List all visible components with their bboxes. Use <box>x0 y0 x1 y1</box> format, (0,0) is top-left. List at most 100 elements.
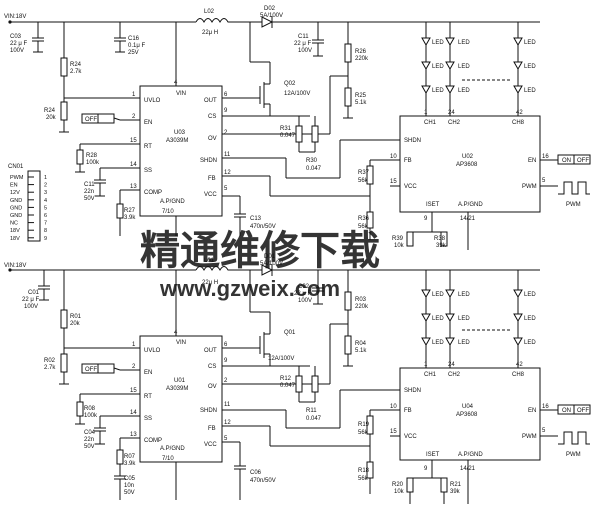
r03-label: R03 220k <box>355 297 369 310</box>
svg-text:6: 6 <box>224 342 228 348</box>
svg-text:42: 42 <box>516 362 523 368</box>
svg-text:4: 4 <box>174 330 178 336</box>
connector-pin-label: EN <box>10 183 18 189</box>
svg-text:CH2: CH2 <box>448 372 461 378</box>
svg-text:R20: R20 <box>392 482 404 488</box>
svg-text:OFF: OFF <box>85 367 97 373</box>
svg-text:1: 1 <box>132 92 136 98</box>
svg-text:OFF: OFF <box>577 158 589 164</box>
svg-text:EN: EN <box>528 408 536 414</box>
vin-label: VIN:18V <box>4 14 26 20</box>
svg-text:R01: R01 <box>70 314 82 320</box>
svg-text:5.1k: 5.1k <box>355 348 367 354</box>
svg-text:CH8: CH8 <box>512 372 525 378</box>
svg-text:1: 1 <box>132 342 136 348</box>
c04-label: C04 22n 50V <box>84 430 96 450</box>
svg-text:VCC: VCC <box>404 184 417 190</box>
connector-pin-label: PWM <box>10 175 24 181</box>
svg-text:7/10: 7/10 <box>162 209 174 215</box>
u04-pwm-waveform: PWM <box>540 431 590 458</box>
svg-text:R03: R03 <box>355 297 367 303</box>
r24b-label: R24 20k <box>44 108 57 121</box>
svg-text:A.P/GND: A.P/GND <box>458 452 483 458</box>
svg-text:C02: C02 <box>298 284 310 290</box>
c01-label: C01 22 μ F 100V <box>22 290 40 310</box>
r20-label: R20 10k <box>392 482 405 495</box>
svg-text:LED: LED <box>524 340 536 346</box>
svg-text:SS: SS <box>144 416 152 422</box>
svg-text:R27: R27 <box>124 208 136 214</box>
svg-text:LED: LED <box>524 88 536 94</box>
svg-text:0.047: 0.047 <box>306 166 322 172</box>
watermark: 精通维修下载 www.gzweix.com <box>140 229 380 301</box>
svg-text:LED: LED <box>432 340 444 346</box>
svg-text:22μ H: 22μ H <box>202 280 218 286</box>
svg-text:100V: 100V <box>298 48 312 54</box>
svg-text:UVLO: UVLO <box>144 348 161 354</box>
svg-text:11: 11 <box>224 152 231 158</box>
svg-text:5: 5 <box>224 186 228 192</box>
watermark-url: www.gzweix.com <box>159 276 340 301</box>
u02-pwm-waveform: PWM <box>540 181 590 208</box>
l01-inductor: L01 22μ H <box>195 258 230 286</box>
svg-text:25V: 25V <box>128 50 139 56</box>
r12-label: R12 0.047 <box>280 376 296 389</box>
svg-text:3.9k: 3.9k <box>124 461 136 467</box>
r04-label: R04 5.1k <box>355 341 367 354</box>
r07-label: R07 3.9k <box>124 454 136 467</box>
svg-text:10: 10 <box>390 404 397 410</box>
svg-text:RT: RT <box>144 144 152 150</box>
svg-text:LED: LED <box>524 40 536 46</box>
svg-text:LED: LED <box>432 88 444 94</box>
svg-text:C04: C04 <box>84 430 96 436</box>
svg-text:10k: 10k <box>394 243 405 249</box>
svg-text:50V: 50V <box>124 490 135 496</box>
u03-en-switch: OFF <box>81 113 121 124</box>
watermark-title: 精通维修下载 <box>140 229 380 273</box>
r27-label: R27 3.9k <box>124 208 136 221</box>
svg-text:16: 16 <box>542 404 549 410</box>
svg-text:16: 16 <box>542 154 549 160</box>
u04-en-switch: ON OFF <box>540 404 591 415</box>
svg-text:22μ H: 22μ H <box>202 30 218 36</box>
svg-text:C11: C11 <box>84 182 95 188</box>
svg-text:22 μ F: 22 μ F <box>22 297 39 303</box>
svg-text:0.047: 0.047 <box>306 416 322 422</box>
svg-text:L02: L02 <box>204 9 215 15</box>
connector-pin-number: 2 <box>44 183 47 189</box>
r28-label: R28 100k <box>86 153 100 166</box>
svg-text:UVLO: UVLO <box>144 98 161 104</box>
svg-text:50V: 50V <box>84 444 95 450</box>
svg-text:D02: D02 <box>264 6 276 12</box>
svg-text:2: 2 <box>132 114 136 120</box>
bottom-led-array: LED LED LED LED LED LED LED LED LED <box>421 270 536 368</box>
connector-pin-label: GND <box>10 213 22 219</box>
svg-text:CH8: CH8 <box>512 120 525 126</box>
svg-text:CH2: CH2 <box>448 120 461 126</box>
svg-text:22n: 22n <box>84 437 94 443</box>
svg-text:12: 12 <box>224 420 231 426</box>
r38-label: R38 39k <box>434 236 447 249</box>
r08-label: R08 100k <box>84 406 98 419</box>
c13-label: C13 470n/50V <box>250 216 276 230</box>
svg-text:9: 9 <box>424 216 428 222</box>
svg-text:R04: R04 <box>355 341 367 347</box>
svg-text:9: 9 <box>424 466 428 472</box>
connector-pin-number: 4 <box>44 198 47 204</box>
svg-text:L01: L01 <box>204 258 215 264</box>
svg-text:R24: R24 <box>70 62 82 68</box>
svg-text:Q01: Q01 <box>284 330 296 336</box>
svg-text:OV: OV <box>208 136 217 142</box>
svg-text:VIN: VIN <box>176 91 186 97</box>
svg-text:SS: SS <box>144 168 152 174</box>
svg-text:10k: 10k <box>394 489 405 495</box>
r25-label: R25 5.1k <box>355 93 367 106</box>
svg-text:9: 9 <box>224 108 228 114</box>
svg-text:56k: 56k <box>358 476 369 482</box>
svg-text:FB: FB <box>208 426 216 432</box>
svg-text:22n: 22n <box>84 189 94 195</box>
svg-text:C03: C03 <box>10 34 22 40</box>
u02-ic: 1 CH1 24 CH2 42 CH8 SHDN 10 FB 15 VCC U0… <box>390 110 549 222</box>
svg-text:A3039M: A3039M <box>166 138 188 144</box>
connector-pin-number: 9 <box>44 236 47 242</box>
